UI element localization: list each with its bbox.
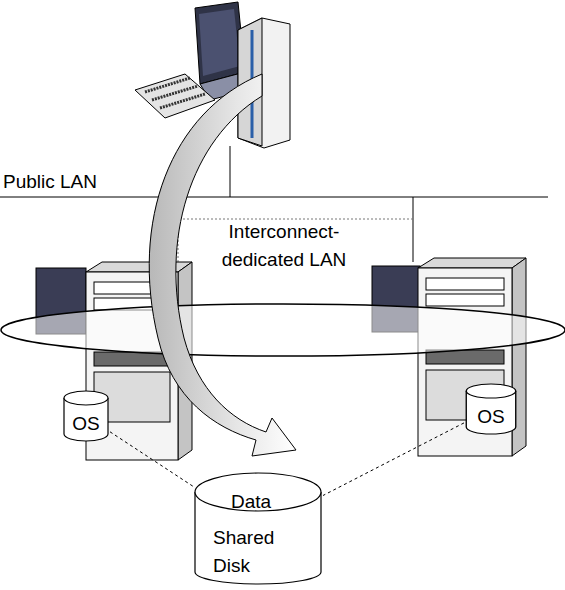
client-drop-wire	[230, 146, 231, 197]
monitor-screen	[199, 9, 240, 76]
keyboard-keys	[152, 86, 198, 100]
drive-bay	[426, 294, 504, 306]
node-text: OS	[62, 410, 110, 438]
server-drop-wire	[413, 197, 414, 262]
cylinder-top	[466, 384, 516, 398]
server-top	[418, 258, 526, 268]
interconnect-label: Interconnect-dedicated LAN	[200, 218, 368, 274]
keyboard-keys	[145, 78, 190, 92]
os-disk: OS	[62, 390, 110, 442]
disk-connection	[323, 423, 464, 496]
node-text: Data	[231, 488, 301, 516]
cluster-ring	[1, 304, 565, 356]
cylinder-top	[64, 391, 108, 405]
os-disk: OS	[464, 383, 518, 435]
disk-connection	[110, 432, 193, 487]
network-label: Public LAN	[3, 168, 163, 196]
node-text: Shared Disk	[213, 524, 293, 580]
drive-bay	[426, 278, 504, 290]
shared-disk: DataShared Disk	[193, 472, 323, 586]
node-text: OS	[464, 403, 518, 431]
public-lan-line	[0, 197, 548, 198]
keyboard	[135, 74, 215, 118]
keyboard-keys	[160, 94, 205, 108]
